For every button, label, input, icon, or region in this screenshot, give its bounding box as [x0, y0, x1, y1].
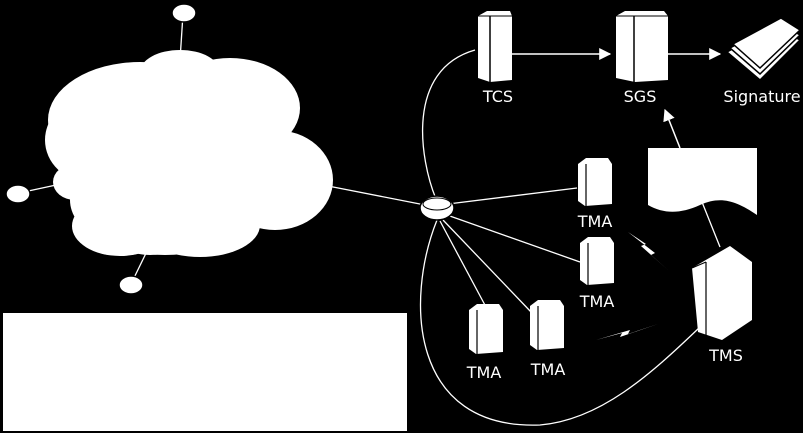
label-tcs: TCS — [482, 87, 513, 106]
hub-tma2-link — [446, 214, 581, 263]
node-top — [171, 3, 197, 23]
wireless-lightning-icons — [596, 232, 668, 340]
node-bottom — [118, 275, 144, 295]
hub-tms-loop-link — [419, 219, 701, 426]
hub-tma3-link — [442, 219, 533, 314]
flow-arrows — [512, 48, 722, 149]
tma-device-2-icon — [580, 237, 614, 285]
document-to-sgs-arrow — [663, 108, 681, 149]
blank-panel — [3, 313, 407, 431]
label-tma-4: TMA — [466, 363, 502, 382]
lightning-upper-icon — [628, 232, 668, 270]
tms-server-icon — [691, 246, 752, 340]
node-left — [5, 184, 31, 204]
hub-tcs-link — [422, 49, 476, 200]
tcs-server-icon — [478, 11, 512, 82]
cloud-endpoint-nodes — [5, 3, 197, 295]
tma-device-4-icon — [469, 304, 503, 354]
label-tma-2: TMA — [579, 292, 615, 311]
internet-cloud — [45, 50, 333, 257]
label-tma-1: TMA — [577, 212, 613, 231]
label-tms: TMS — [708, 346, 743, 365]
label-sgs: SGS — [624, 87, 657, 106]
connector-lines — [18, 13, 721, 426]
label-signature: Signature — [723, 87, 800, 106]
report-document-icon — [648, 148, 757, 215]
tma-device-3-icon — [530, 300, 564, 350]
lightning-lower-icon — [596, 324, 658, 340]
cloud-hub-link — [327, 185, 426, 206]
signature-documents-icon — [725, 17, 802, 82]
label-tma-3: TMA — [530, 360, 566, 379]
tms-document-link — [699, 196, 721, 248]
tma-device-1-icon — [578, 158, 612, 206]
network-hub — [419, 195, 455, 221]
hub-tma4-link — [439, 220, 487, 308]
hub-tma1-link — [447, 187, 578, 205]
sgs-server-icon — [616, 11, 668, 82]
